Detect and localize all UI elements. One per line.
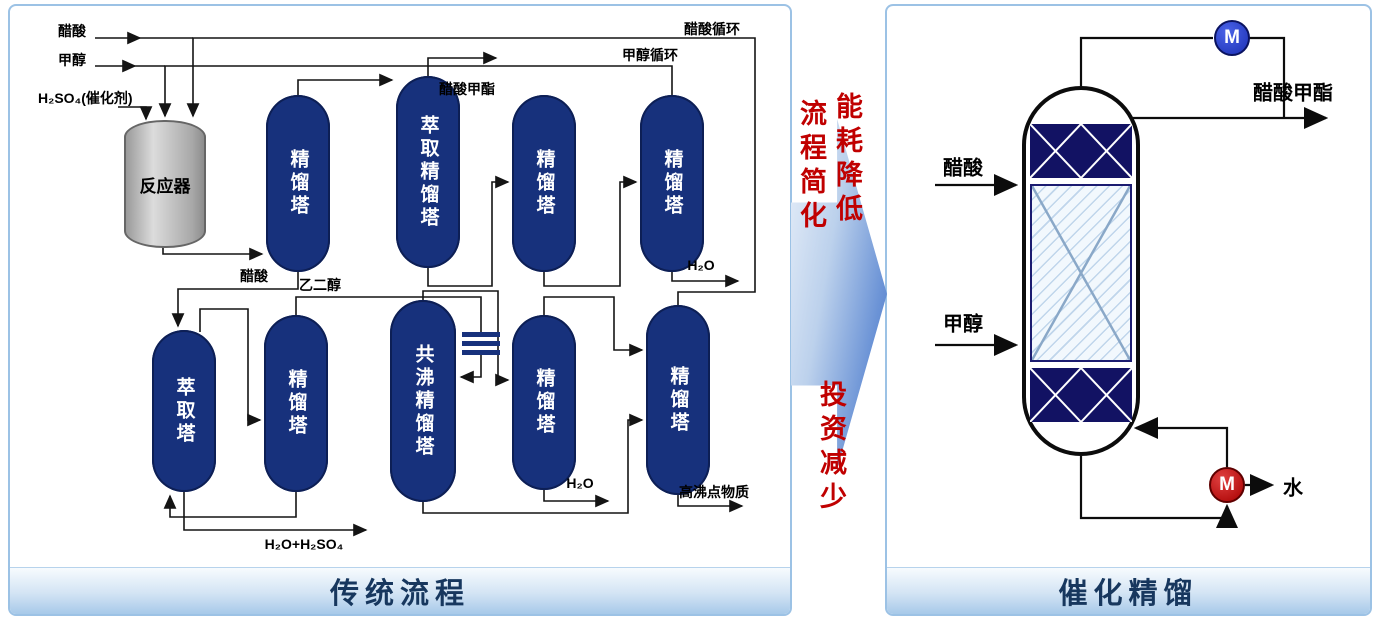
packing-pattern bbox=[1029, 367, 1133, 423]
line-methyl-acetate-out bbox=[427, 51, 498, 76]
label-methanol-recycle: 甲醇循环 bbox=[622, 47, 678, 63]
line-glycol-to-exchanger bbox=[295, 296, 482, 332]
col-azeotropic-distillation: 共沸精馏塔 bbox=[390, 300, 456, 502]
label-acetic-recycle: 醋酸循环 bbox=[684, 21, 740, 37]
reactor-vessel: 反应器 bbox=[124, 120, 206, 248]
column-label: 精馏塔 bbox=[533, 149, 555, 218]
reboiler-pump-icon: M bbox=[1209, 467, 1245, 503]
label-high-boilers: 高沸点物质 bbox=[679, 484, 749, 500]
pump-letter: M bbox=[1219, 474, 1235, 495]
col-distillation-4: 精馏塔 bbox=[264, 315, 328, 492]
traditional-process-banner: 传统流程 bbox=[10, 567, 790, 614]
column-label: 共沸精馏塔 bbox=[412, 343, 434, 459]
line-high-boilers-out bbox=[677, 495, 744, 513]
col-distillation-1: 精馏塔 bbox=[266, 95, 330, 272]
column-label: 萃取精馏塔 bbox=[417, 114, 439, 230]
exchanger-plate bbox=[462, 332, 500, 337]
line-methanol-recycle bbox=[158, 65, 673, 118]
catalyst-bed-section bbox=[1030, 184, 1132, 362]
reactor-label: 反应器 bbox=[139, 176, 191, 196]
line-b4-to-b5 bbox=[543, 296, 644, 357]
col-extractive-distillation: 萃取精馏塔 bbox=[396, 76, 460, 268]
line-acetic-recycle bbox=[186, 37, 756, 305]
col-distillation-2: 精馏塔 bbox=[512, 95, 576, 272]
column-label: 精馏塔 bbox=[667, 365, 689, 435]
label-methyl-acetate: 醋酸甲酯 bbox=[439, 81, 495, 97]
exchanger-plate bbox=[462, 350, 500, 355]
line-c1-to-c2 bbox=[297, 73, 394, 95]
line-overhead-to-pump bbox=[1079, 36, 1213, 86]
column-label: 精馏塔 bbox=[661, 149, 683, 218]
packing-section-top bbox=[1029, 123, 1133, 179]
line-water-bottom-out bbox=[543, 490, 610, 508]
benefit-text-investment: 投资减少 bbox=[816, 380, 846, 516]
line-water-acid-out bbox=[183, 492, 368, 537]
line-c2-to-c3 bbox=[427, 175, 510, 287]
label-acetic-feed: 醋酸 bbox=[58, 23, 86, 39]
benefit-text-simplified: 流程简化 bbox=[796, 99, 826, 235]
column-label: 精馏塔 bbox=[285, 369, 307, 438]
label-methanol-feed: 甲醇 bbox=[58, 52, 86, 68]
line-exchanger-to-azeotropic bbox=[459, 354, 482, 384]
pump-letter: M bbox=[1224, 27, 1240, 48]
column-label: 精馏塔 bbox=[287, 149, 309, 218]
label-catalyst: H₂SO₄(催化剂) bbox=[38, 90, 133, 106]
line-c3-to-c4 bbox=[543, 175, 638, 287]
benefit-text-energy: 能耗降低 bbox=[832, 92, 862, 228]
catalytic-flow-lines bbox=[935, 36, 1329, 528]
column-label: 精馏塔 bbox=[533, 368, 555, 437]
label-water-top: H₂O bbox=[687, 257, 715, 273]
label-water-bottom: H₂O bbox=[566, 475, 594, 491]
line-b3-to-b4 bbox=[422, 290, 510, 387]
line-extraction-to-b2 bbox=[199, 308, 262, 427]
line-water-top-out bbox=[671, 272, 740, 288]
heat-exchanger bbox=[462, 332, 500, 355]
line-solvent-return bbox=[163, 492, 297, 518]
label-water-acid: H₂O+H₂SO₄ bbox=[264, 536, 344, 552]
line-catalyst-feed bbox=[118, 106, 153, 121]
line-acetic-to-extraction bbox=[171, 272, 299, 328]
col-distillation-5: 精馏塔 bbox=[512, 315, 576, 490]
col-distillation-6: 精馏塔 bbox=[646, 305, 710, 495]
label-methanol-feed-right: 甲醇 bbox=[943, 313, 983, 336]
packing-section-bottom bbox=[1029, 367, 1133, 423]
label-water-product: 水 bbox=[1283, 477, 1303, 500]
traditional-flow-lines bbox=[95, 31, 756, 537]
exchanger-plate bbox=[462, 341, 500, 346]
column-label: 萃取塔 bbox=[173, 376, 195, 446]
col-extraction: 萃取塔 bbox=[152, 330, 216, 492]
col-distillation-3: 精馏塔 bbox=[640, 95, 704, 272]
label-methyl-acetate-product: 醋酸甲酯 bbox=[1253, 82, 1333, 105]
line-pump-return bbox=[1133, 417, 1229, 467]
line-b3-to-b5 bbox=[422, 413, 644, 514]
line-pump-to-product bbox=[1249, 36, 1286, 118]
condenser-pump-icon: M bbox=[1214, 20, 1250, 56]
catalytic-distillation-banner: 催化精馏 bbox=[887, 567, 1370, 614]
line-bottoms-to-pump bbox=[1079, 456, 1238, 528]
catalyst-cross-pattern bbox=[1030, 185, 1132, 361]
label-acetic-feed-right: 醋酸 bbox=[943, 157, 983, 180]
label-glycol: 乙二醇 bbox=[299, 277, 341, 293]
packing-pattern bbox=[1029, 123, 1133, 179]
label-acetic-mid: 醋酸 bbox=[240, 268, 268, 284]
